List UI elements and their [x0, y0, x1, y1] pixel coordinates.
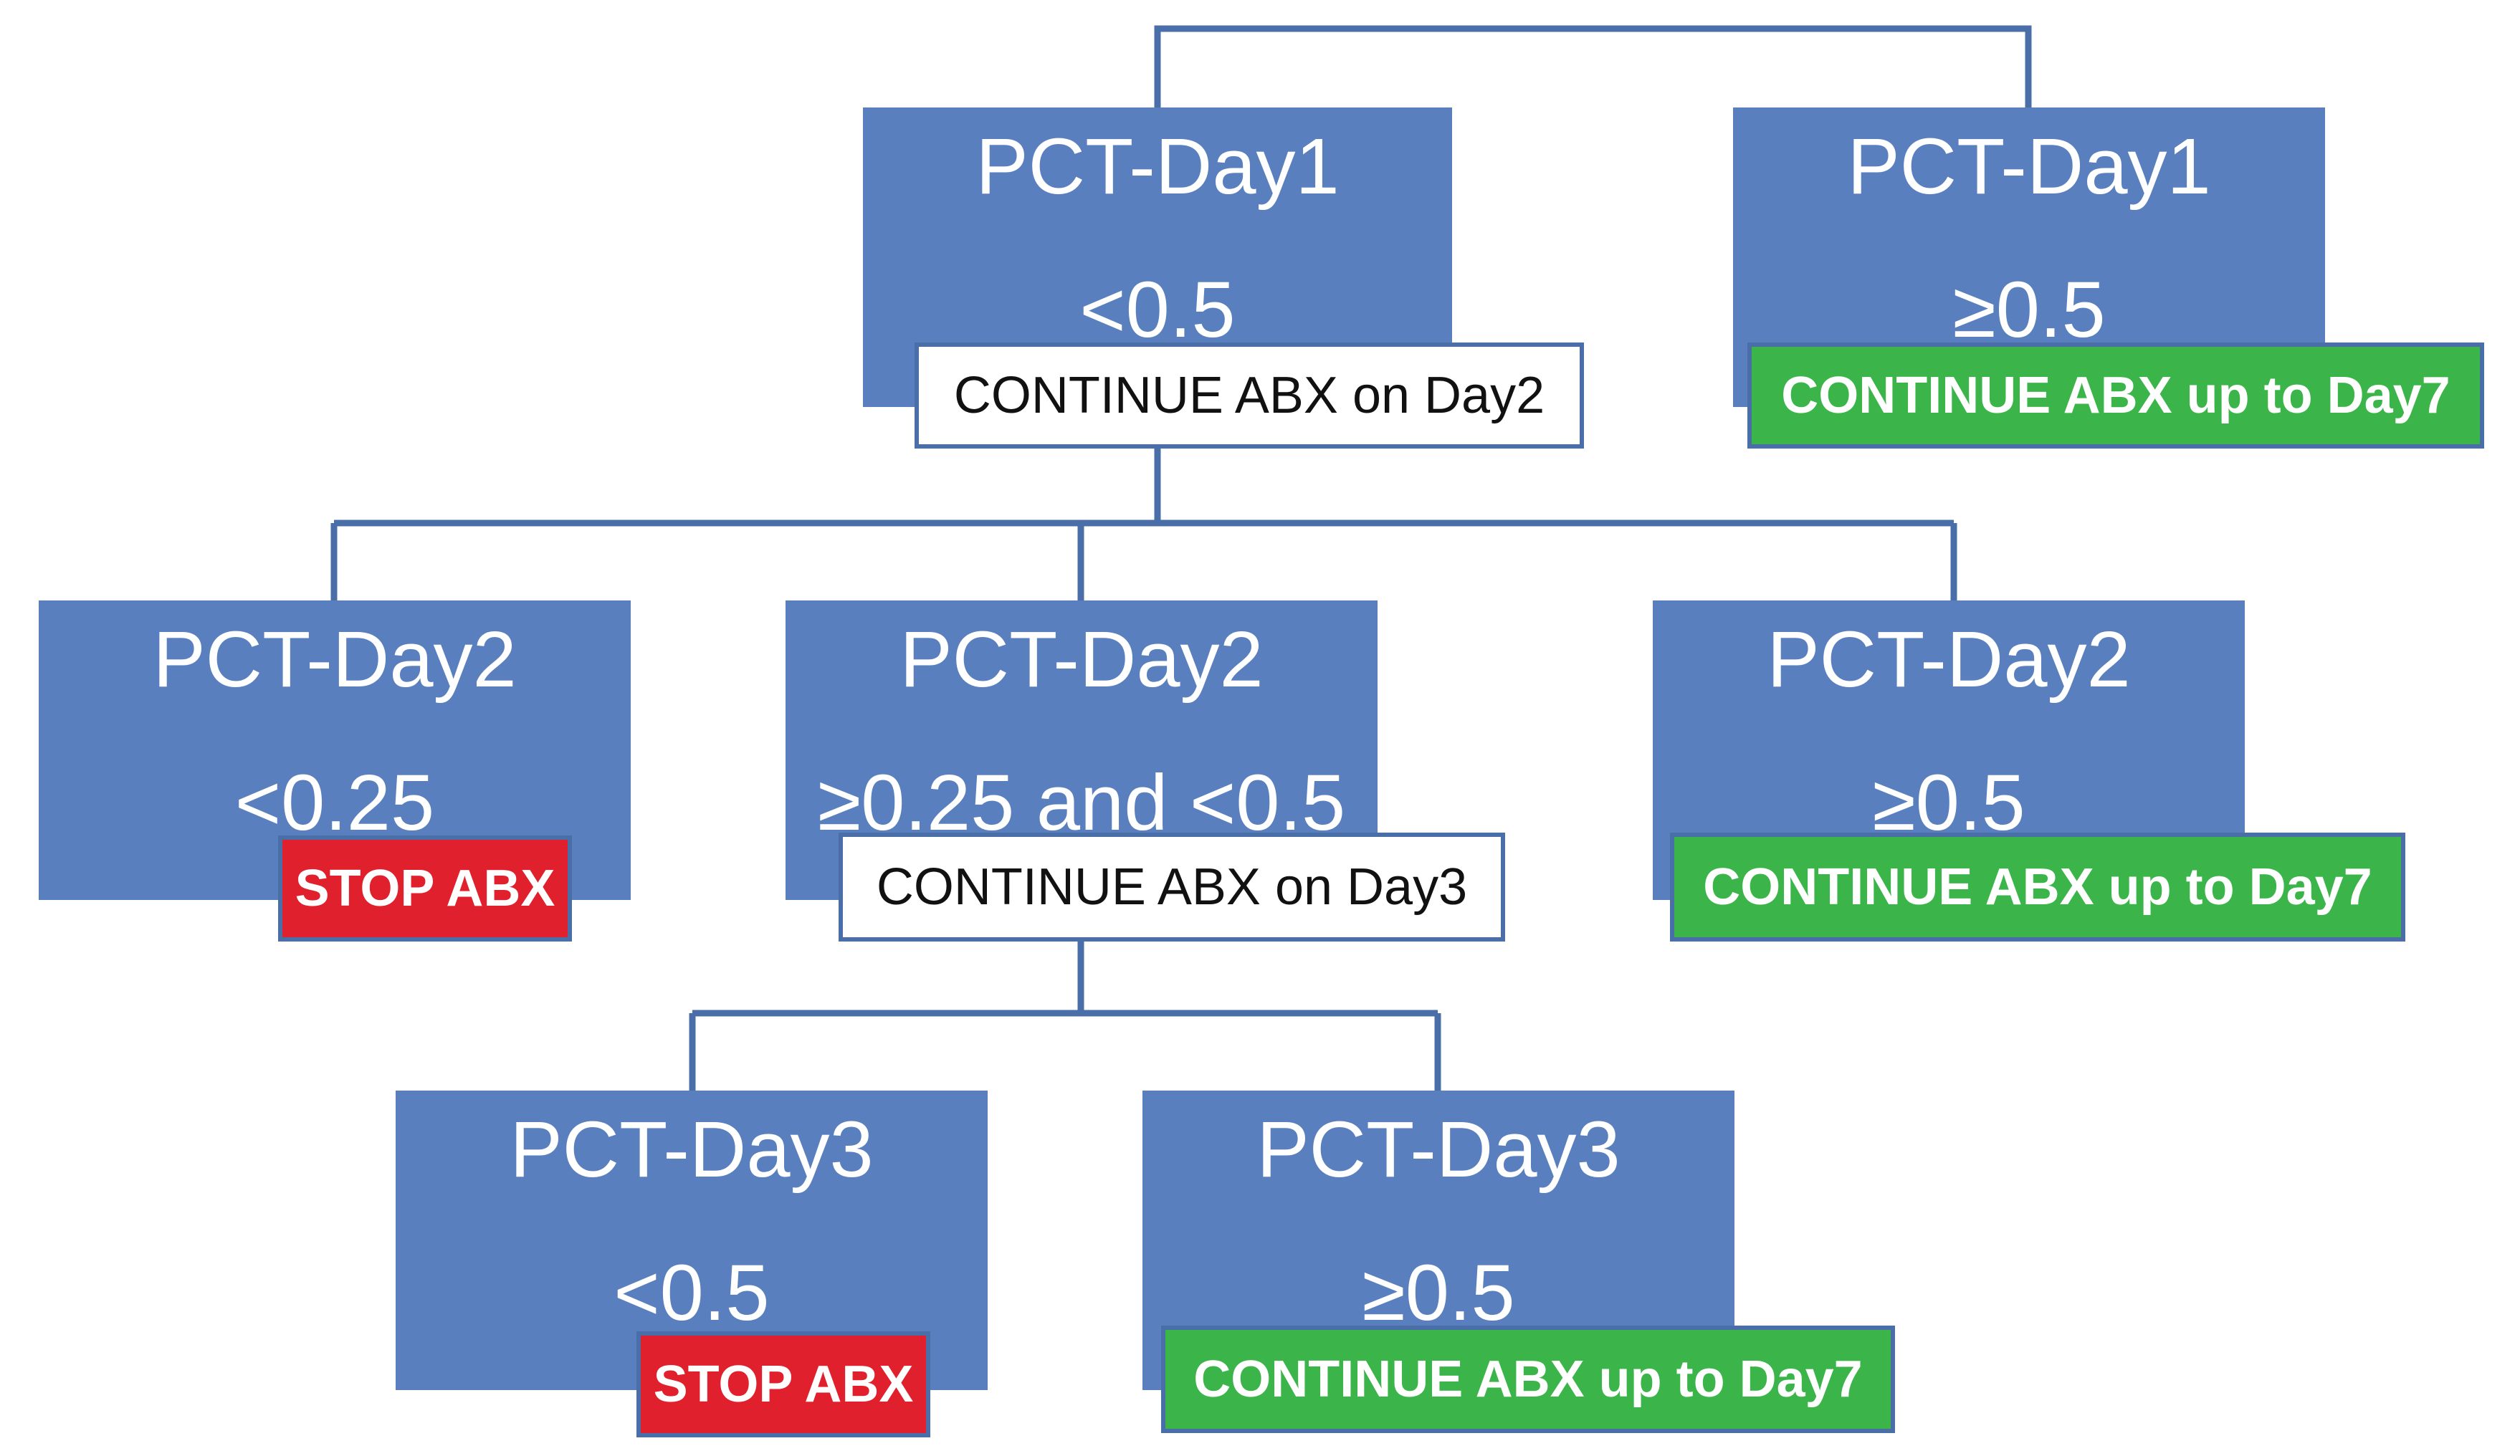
connector-day1 [1154, 25, 2032, 107]
action-continue-day3: CONTINUE ABX on Day3 [839, 833, 1505, 942]
node-value: ≥0.25 and <0.5 [817, 759, 1346, 847]
node-value: ≥0.5 [1362, 1249, 1515, 1337]
node-title: PCT-Day2 [1767, 616, 2131, 704]
action-stop-abx: STOP ABX [636, 1331, 930, 1437]
node-value: <0.5 [1079, 266, 1236, 354]
node-title: PCT-Day1 [975, 123, 1340, 211]
node-value: ≥0.5 [1952, 266, 2106, 354]
node-title: PCT-Day2 [153, 616, 517, 704]
action-continue-up-to-day7: CONTINUE ABX up to Day7 [1161, 1326, 1895, 1433]
node-value: ≥0.5 [1872, 759, 2025, 847]
node-value: <0.5 [614, 1249, 770, 1337]
action-continue-day2: CONTINUE ABX on Day2 [915, 343, 1584, 449]
node-title: PCT-Day1 [1847, 123, 2211, 211]
node-title: PCT-Day3 [1256, 1106, 1621, 1194]
node-title: PCT-Day2 [899, 616, 1264, 704]
node-value: <0.25 [234, 759, 435, 847]
action-continue-up-to-day7: CONTINUE ABX up to Day7 [1670, 833, 2405, 942]
action-continue-up-to-day7: CONTINUE ABX up to Day7 [1747, 343, 2484, 449]
node-title: PCT-Day3 [510, 1106, 874, 1194]
action-stop-abx: STOP ABX [278, 835, 572, 942]
